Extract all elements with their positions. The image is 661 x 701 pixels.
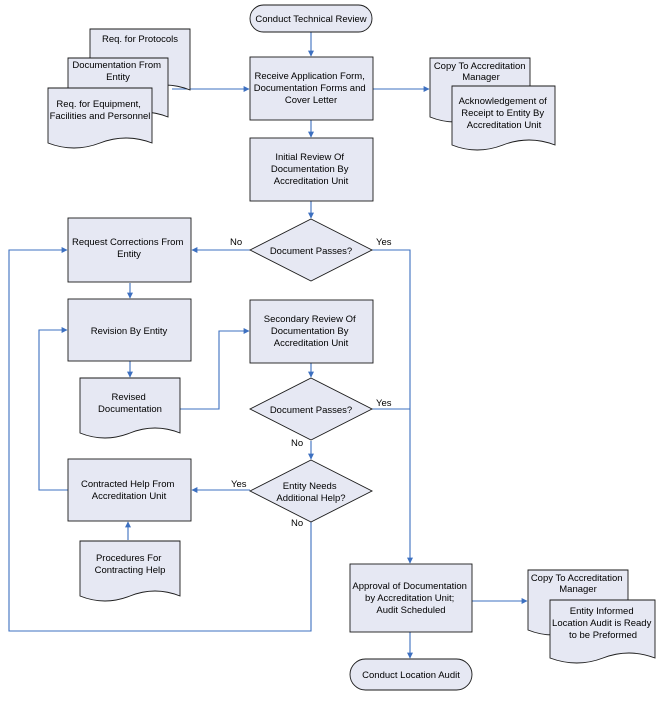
document-revised bbox=[79, 377, 181, 439]
label-start: Conduct Technical Review bbox=[255, 14, 366, 25]
edge-label-no-3: No bbox=[291, 518, 303, 529]
document-entity-informed bbox=[549, 599, 656, 664]
label-entity-informed: Entity Informed Location Audit is Ready … bbox=[552, 606, 654, 641]
label-contracted-help: Contracted Help From Accreditation Unit bbox=[81, 479, 177, 502]
process-request-corrections bbox=[67, 217, 192, 283]
process-receive bbox=[249, 56, 374, 121]
edge-decision1-yes bbox=[372, 249, 413, 564]
edge-label-yes-3: Yes bbox=[231, 479, 247, 490]
label-revision: Revision By Entity bbox=[91, 326, 168, 337]
label-doc-from-entity: Documentation From Entity bbox=[72, 60, 163, 83]
edge-revised-to-secondary bbox=[180, 328, 250, 410]
edge-contracted-loop bbox=[38, 327, 68, 491]
terminator-end bbox=[349, 658, 473, 691]
label-copy-manager-1: Copy To Accreditation Manager bbox=[434, 61, 528, 83]
label-procedures: Procedures For Contracting Help bbox=[95, 553, 166, 576]
decision-doc-passes-2 bbox=[249, 377, 373, 441]
process-approval bbox=[349, 563, 473, 633]
label-req-equipment: Req. for Equipment, Facilities and Perso… bbox=[50, 99, 151, 122]
label-revised-doc: Revised Documentation bbox=[98, 392, 162, 415]
edge-label-no-1: No bbox=[230, 237, 242, 248]
shapes bbox=[47, 4, 656, 691]
decision-needs-help bbox=[249, 459, 373, 523]
document-procedures bbox=[79, 540, 181, 602]
label-initial-review: Initial Review Of Documentation By Accre… bbox=[271, 152, 351, 187]
process-initial-review bbox=[249, 137, 374, 202]
edge-help-no-loop bbox=[8, 247, 312, 632]
label-doc-passes-1: Document Passes? bbox=[270, 246, 352, 257]
label-req-protocols: Req. for Protocols bbox=[102, 34, 178, 45]
edge-label-yes-1: Yes bbox=[376, 237, 392, 248]
label-needs-help: Entity Needs Additional Help? bbox=[276, 481, 345, 504]
label-request-corrections: Request Corrections From Entity bbox=[72, 237, 186, 260]
decision-doc-passes-1 bbox=[249, 218, 373, 282]
label-secondary-review: Secondary Review Of Documentation By Acc… bbox=[264, 314, 359, 349]
edge-label-no-2: No bbox=[291, 438, 303, 449]
label-doc-passes-2: Document Passes? bbox=[270, 405, 352, 416]
document-req-equipment bbox=[47, 87, 153, 149]
document-acknowledgement bbox=[451, 85, 556, 151]
node-labels: Conduct Technical Review Req. for Protoc… bbox=[50, 14, 654, 681]
process-contracted-help bbox=[67, 458, 192, 522]
process-revision bbox=[67, 298, 192, 362]
label-approval: Approval of Documentation by Accreditati… bbox=[352, 581, 469, 616]
label-end: Conduct Location Audit bbox=[362, 670, 460, 681]
edge-labels: No Yes Yes No Yes No bbox=[230, 237, 392, 529]
terminator-start bbox=[249, 4, 373, 33]
label-receive: Receive Application Form, Documentation … bbox=[254, 71, 369, 106]
label-copy-manager-2: Copy To Accreditation Manager bbox=[531, 573, 625, 595]
connectors bbox=[8, 32, 528, 659]
edge-label-yes-2: Yes bbox=[376, 398, 392, 409]
label-acknowledgement: Acknowledgement of Receipt to Entity By … bbox=[459, 96, 550, 131]
process-secondary-review bbox=[249, 299, 374, 364]
